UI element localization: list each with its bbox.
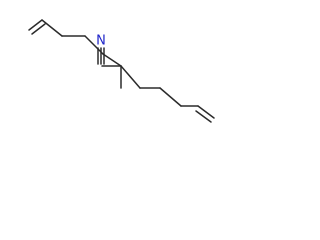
nitrile-group: N [96, 34, 106, 65]
lower-right-chain [120, 65, 215, 123]
chain-bond [102, 53, 122, 67]
chain-bond [84, 35, 104, 55]
skeletal-formula-diagram: N [28, 19, 215, 123]
nitrogen-atom-label: N [96, 34, 106, 49]
upper-left-chain [28, 19, 122, 67]
vinyl-double-bond-outer-line [28, 19, 43, 31]
chain-bond [41, 19, 63, 37]
chain-bond [159, 87, 182, 107]
vinyl-double-bond-inner-line [31, 23, 46, 35]
vinyl-double-bond-inner-line [195, 110, 212, 123]
structure-canvas: N [0, 0, 224, 143]
chain-bond [120, 65, 141, 89]
quaternary-center [101, 65, 122, 89]
vinyl-double-bond-outer-line [197, 105, 215, 119]
